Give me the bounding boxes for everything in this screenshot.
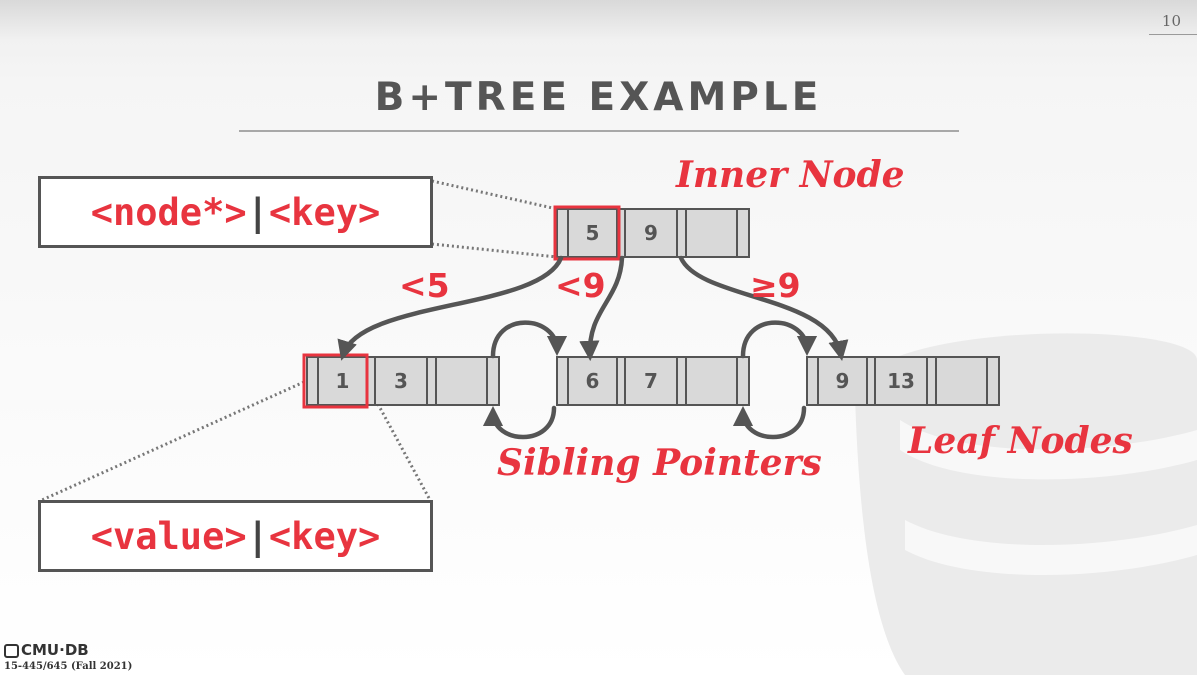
- sibling-pointers-label: Sibling Pointers: [497, 442, 822, 484]
- sibling-arrow-2-to-1: [482, 405, 557, 440]
- leaf3-key-2: 13: [887, 369, 915, 393]
- less-than-5-label: <5: [399, 266, 450, 305]
- leaf-callout-line-left: [41, 380, 305, 502]
- course-label: 15-445/645 (Fall 2021): [4, 661, 133, 672]
- greater-equal-9-label: ≥9: [750, 266, 801, 305]
- leaf2-key-2: 7: [644, 369, 658, 393]
- page-number-rule: [1149, 34, 1197, 35]
- inner-node: [553, 205, 750, 261]
- leaf1-key-2: 3: [394, 369, 408, 393]
- inner-format-key: <key>: [268, 190, 381, 234]
- inner-node-format-box: <node*>|<key>: [38, 176, 433, 248]
- inner-callout-line-bottom: [431, 242, 558, 259]
- sibling-arrow-1-to-2: [490, 320, 568, 359]
- title-underline: [239, 130, 959, 132]
- arrow-ge9: [678, 255, 849, 361]
- page-number: 10: [1161, 12, 1181, 30]
- leaf-node-3: [806, 356, 1000, 406]
- inner-key-1: 5: [585, 221, 600, 245]
- leaf-nodes-label: Leaf Nodes: [908, 420, 1133, 462]
- leaf-format-key: <key>: [268, 514, 381, 558]
- inner-node-highlight: [553, 205, 621, 261]
- sibling-arrow-2-to-3: [740, 320, 818, 359]
- sibling-arrow-3-to-2: [732, 405, 807, 440]
- leaf-format-separator: |: [246, 514, 269, 558]
- logo-text: CMU·DB: [21, 641, 89, 659]
- leaf-node-highlight: [302, 353, 369, 409]
- inner-key-2: 9: [644, 221, 658, 245]
- leaf1-key-1: 1: [335, 369, 350, 393]
- arrow-lt9: [579, 255, 625, 362]
- less-than-9-label: <9: [555, 266, 606, 305]
- leaf2-key-1: 6: [585, 369, 600, 393]
- cmu-db-logo: CMU·DB: [4, 641, 89, 659]
- inner-format-separator: |: [246, 190, 269, 234]
- inner-format-pointer: <node*>: [90, 190, 247, 234]
- leaf-node-1: [302, 353, 500, 409]
- slide-title: B+TREE EXAMPLE: [374, 75, 823, 120]
- leaf-node-2: [556, 356, 750, 406]
- inner-callout-line-top: [431, 179, 558, 211]
- database-icon: [4, 643, 19, 658]
- leaf-node-format-box: <value>|<key>: [38, 500, 433, 572]
- inner-node-label: Inner Node: [676, 154, 905, 196]
- arrow-lt5: [337, 255, 564, 361]
- leaf3-key-1: 9: [835, 369, 850, 393]
- leaf-format-value: <value>: [90, 514, 247, 558]
- database-watermark-icon: [855, 333, 1197, 675]
- leaf-callout-line-right: [364, 381, 432, 501]
